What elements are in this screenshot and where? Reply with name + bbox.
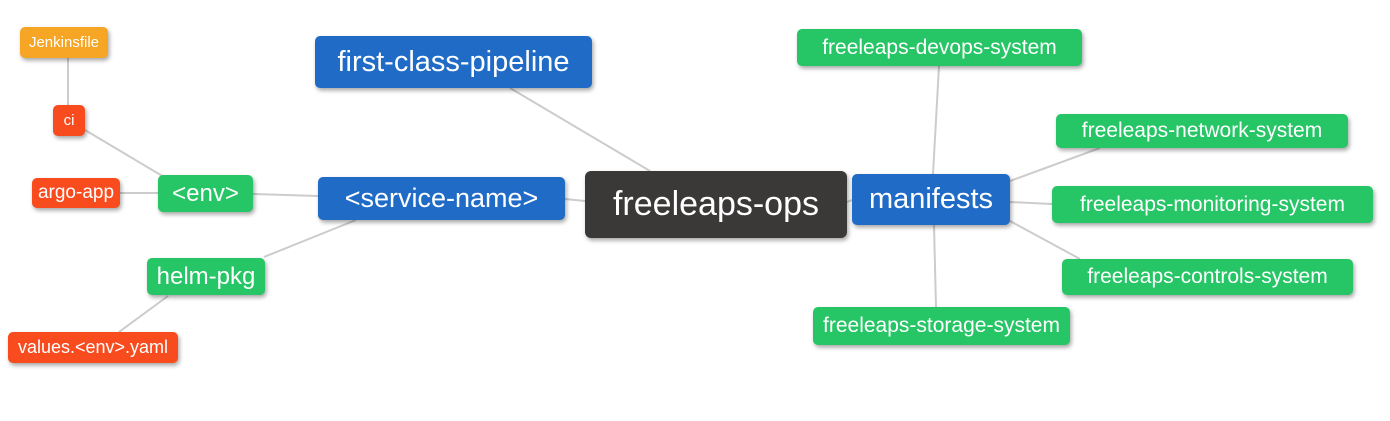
edge-manifests-controls (1009, 220, 1081, 260)
node-jenkinsfile[interactable]: Jenkinsfile (20, 27, 108, 58)
edge-manifests-devops (932, 65, 940, 175)
node-freeleaps-controls-system[interactable]: freeleaps-controls-system (1062, 259, 1353, 295)
node-service-name[interactable]: <service-name> (318, 177, 565, 220)
node-first-class-pipeline[interactable]: first-class-pipeline (315, 36, 592, 88)
edge-service-name-ops (564, 198, 586, 202)
node-freeleaps-ops-root[interactable]: freeleaps-ops (585, 171, 847, 238)
node-manifests[interactable]: manifests (852, 174, 1010, 225)
node-env[interactable]: <env> (158, 175, 253, 212)
edge-ops-manifests (846, 199, 853, 203)
node-ci[interactable]: ci (53, 105, 85, 136)
node-freeleaps-devops-system[interactable]: freeleaps-devops-system (797, 29, 1082, 66)
edge-manifests-network (1009, 147, 1101, 182)
node-helm-pkg[interactable]: helm-pkg (147, 258, 265, 295)
edge-manifests-monitoring (1009, 201, 1053, 205)
edge-ci-env (84, 129, 165, 178)
edge-env-service-name (252, 193, 319, 197)
node-values-env-yaml[interactable]: values.<env>.yaml (8, 332, 178, 363)
edge-pipeline-ops (509, 87, 651, 172)
edge-manifests-storage (933, 224, 937, 308)
edge-values-helm-pkg (118, 295, 169, 333)
node-freeleaps-storage-system[interactable]: freeleaps-storage-system (813, 307, 1070, 345)
edge-helm-pkg-service-name (263, 219, 357, 258)
node-argo-app[interactable]: argo-app (32, 178, 120, 208)
node-freeleaps-monitoring-system[interactable]: freeleaps-monitoring-system (1052, 186, 1373, 223)
node-freeleaps-network-system[interactable]: freeleaps-network-system (1056, 114, 1348, 148)
